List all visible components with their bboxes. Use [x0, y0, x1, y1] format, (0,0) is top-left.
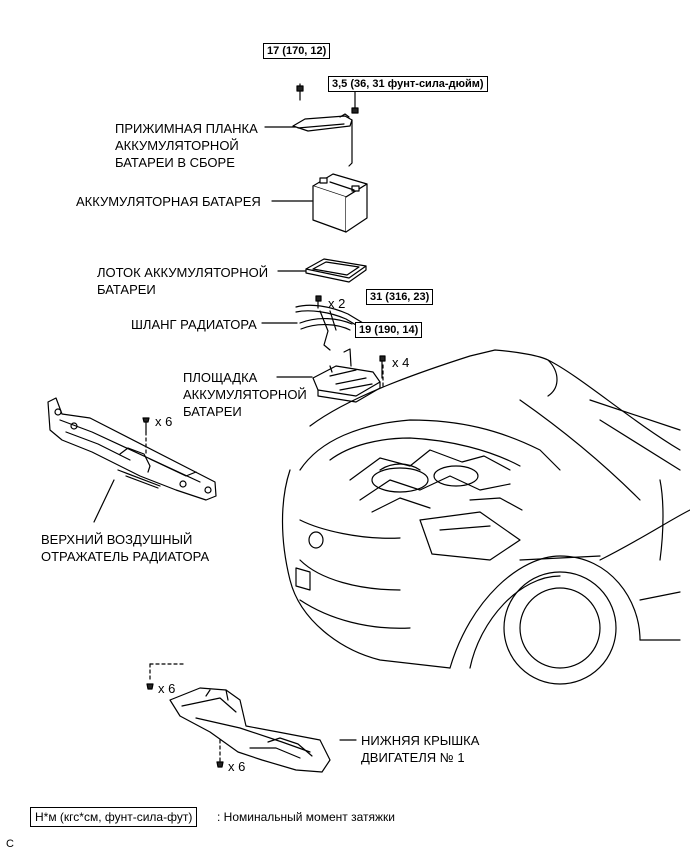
qty-tray-bolts: x 4 [392, 355, 410, 370]
battery-bracket-illustration [292, 83, 359, 167]
air-deflector-illustration [47, 397, 217, 501]
qty-deflector-clips: x 6 [155, 414, 173, 429]
label-engine-undercover: НИЖНЯЯ КРЫШКА ДВИГАТЕЛЯ № 1 [361, 732, 479, 766]
label-line: АККУМУЛЯТОРНОЙ [115, 138, 239, 153]
label-line: БАТАРЕИ [183, 404, 242, 419]
radiator-hose-illustration [295, 295, 369, 351]
label-battery-carrier: ПЛОЩАДКА АККУМУЛЯТОРНОЙ БАТАРЕИ [183, 369, 307, 420]
legend-torque-box: Н*м (кгс*см, фунт-сила-фут) [30, 807, 198, 827]
battery-illustration [312, 173, 368, 233]
legend-torque-text: : Номинальный момент затяжки [217, 810, 395, 824]
label-line: ДВИГАТЕЛЯ № 1 [361, 750, 465, 765]
label-line: ПРИЖИМНАЯ ПЛАНКА [115, 121, 258, 136]
deflector-leader [93, 479, 115, 523]
torque-box-bracket-nut: 3,5 (36, 31 фунт-сила-дюйм) [328, 76, 488, 92]
qty-undercover-rear: x 6 [228, 759, 246, 774]
label-line: ПЛОЩАДКА [183, 370, 258, 385]
label-line: ОТРАЖАТЕЛЬ РАДИАТОРА [41, 549, 210, 564]
qty-hose-clips: x 2 [328, 296, 346, 311]
label-battery: АККУМУЛЯТОРНАЯ БАТАРЕЯ [76, 194, 261, 209]
label-line: ВЕРХНИЙ ВОЗДУШНЫЙ [41, 532, 193, 547]
label-air-deflector: ВЕРХНИЙ ВОЗДУШНЫЙ ОТРАЖАТЕЛЬ РАДИАТОРА [41, 531, 209, 565]
label-battery-bracket: ПРИЖИМНАЯ ПЛАНКА АККУМУЛЯТОРНОЙ БАТАРЕИ … [115, 120, 258, 171]
label-line: ЛОТОК АККУМУЛЯТОРНОЙ [97, 265, 269, 280]
torque-box-bracket-bolt: 17 (170, 12) [263, 43, 331, 59]
battery-carrier-illustration [312, 348, 386, 403]
engine-undercover-illustration [146, 663, 331, 773]
qty-undercover-front: x 6 [158, 681, 176, 696]
corner-mark: C [6, 838, 14, 850]
label-line: НИЖНЯЯ КРЫШКА [361, 733, 480, 748]
label-radiator-hose: ШЛАНГ РАДИАТОРА [131, 317, 257, 332]
label-line: АККУМУЛЯТОРНОЙ [183, 387, 307, 402]
label-line: БАТАРЕИ [97, 282, 156, 297]
label-line: БАТАРЕИ В СБОРЕ [115, 155, 235, 170]
battery-tray-illustration [305, 258, 367, 283]
car-illustration [281, 349, 690, 685]
torque-box-tray-bolt: 19 (190, 14) [355, 322, 423, 338]
label-battery-tray: ЛОТОК АККУМУЛЯТОРНОЙ БАТАРЕИ [97, 264, 268, 298]
torque-box-hose-bolt: 31 (316, 23) [366, 289, 434, 305]
